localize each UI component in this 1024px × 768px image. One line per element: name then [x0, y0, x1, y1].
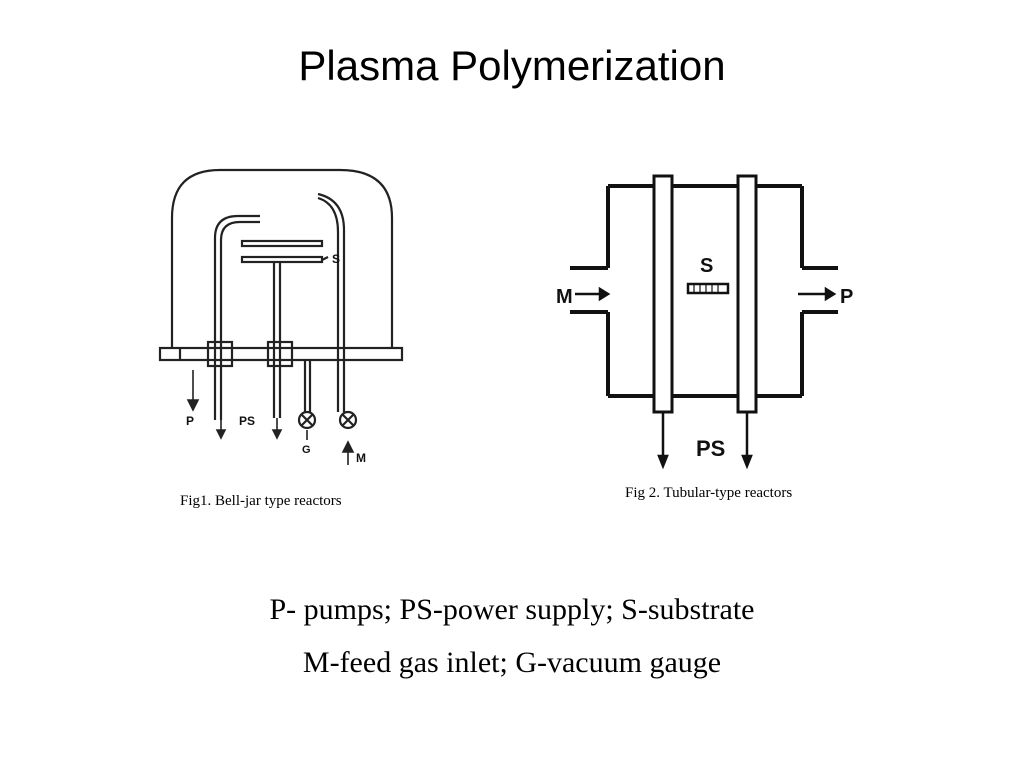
- fig2-label-pump: P: [840, 286, 853, 308]
- outlet-arrow: [824, 286, 837, 302]
- fig1-caption: Fig1. Bell-jar type reactors: [180, 493, 342, 509]
- fig1-label-monomer: M: [356, 451, 366, 465]
- power-arrow-right: [741, 454, 753, 470]
- legend-line-2: M-feed gas inlet; G-vacuum gauge: [302, 646, 722, 679]
- electrode-lead-inner: [219, 220, 260, 420]
- fig2-label-monomer: M: [556, 286, 573, 308]
- tubular-reactor-figure: M S P PS: [548, 164, 878, 480]
- electrode-lead-outer: [213, 214, 260, 420]
- pump-arrow: [186, 399, 200, 412]
- upper-electrode: [240, 239, 324, 248]
- monomer-arrow: [341, 440, 355, 453]
- slide-title: Plasma Polymerization: [298, 42, 726, 89]
- electrode-arrow-left: [215, 429, 227, 440]
- bell-jar-reactor-figure: S P PS G M: [150, 160, 410, 480]
- feedthrough-left: [206, 340, 234, 368]
- gauge-valve: [297, 410, 317, 430]
- inlet-arrow: [598, 286, 611, 302]
- fig2-caption: Fig 2. Tubular-type reactors: [625, 485, 793, 501]
- fig1-label-power-supply: PS: [239, 414, 255, 428]
- tubular-diagram: M S P PS: [556, 174, 853, 470]
- legend-line-1: P- pumps; PS-power supply; S-substrate: [269, 593, 755, 626]
- power-arrow-left: [657, 454, 669, 470]
- substrate-pointer: [321, 256, 329, 261]
- monomer-line-inner: [317, 196, 340, 412]
- fig1-label-gauge: G: [302, 444, 311, 456]
- bell-jar-diagram: S P PS G M: [158, 168, 404, 465]
- fig1-label-pump: P: [186, 414, 194, 428]
- monomer-line-outer: [317, 192, 346, 412]
- bell-jar-dome: [170, 168, 394, 348]
- fig1-label-substrate: S: [332, 252, 340, 266]
- electrode-ring-left: [652, 174, 674, 414]
- substrate: [686, 282, 730, 295]
- electrode-arrow-center: [271, 429, 283, 440]
- electrode-ring-right: [736, 174, 758, 414]
- monomer-valve: [338, 410, 358, 430]
- feedthrough-center: [266, 340, 294, 368]
- fig2-label-substrate: S: [700, 255, 713, 277]
- lower-electrode: [240, 255, 324, 264]
- fig2-label-power-supply: PS: [696, 436, 725, 461]
